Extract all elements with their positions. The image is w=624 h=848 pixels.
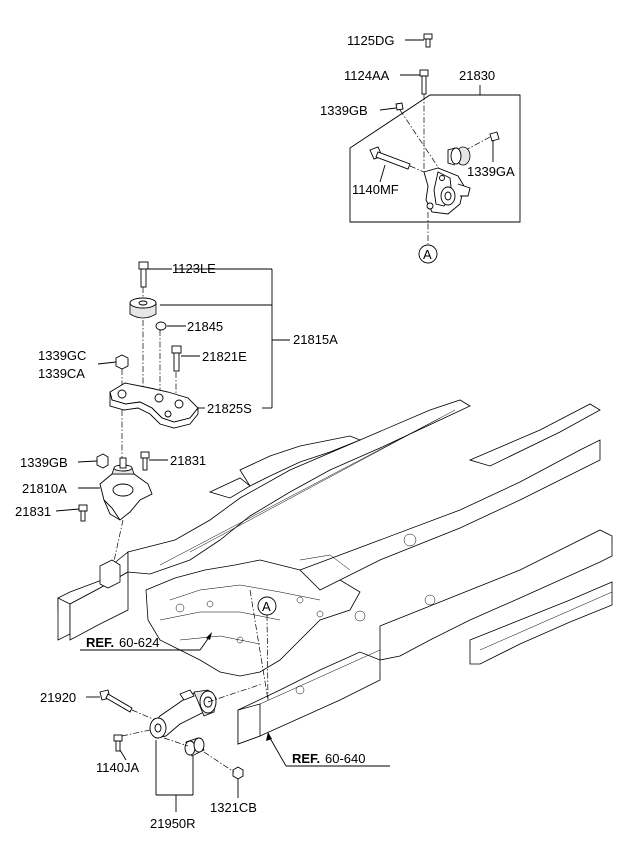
ref2-number: 60-640	[325, 751, 365, 766]
dashed-link-A	[249, 589, 269, 701]
callout-A-top: A	[418, 212, 438, 264]
torque-rod-21950R	[149, 683, 263, 739]
insulator-21810A: 21810A	[22, 457, 153, 571]
label-1140MF: 1140MF	[352, 182, 399, 197]
nut-1339GB: 1339GB	[20, 453, 109, 470]
rubber-block	[129, 297, 157, 395]
bracket-21830	[423, 167, 471, 215]
bolt-21831-left: 21831	[15, 504, 88, 522]
label-A-mid: A	[262, 599, 271, 614]
ref-60-624: REF. 60-624	[80, 632, 212, 651]
bracket-21825S: 21825S	[109, 382, 252, 468]
label-1339GA: 1339GA	[467, 164, 515, 179]
label-21831-left: 21831	[15, 504, 51, 519]
bolt-1123LE	[138, 261, 172, 298]
label-group-21950R: 21950R	[150, 740, 196, 831]
bolt-1140JA: 1140JA	[96, 729, 151, 775]
label-1125DG: 1125DG	[347, 33, 394, 48]
washer-21845: 21845	[155, 319, 223, 395]
bushing-21830	[447, 146, 471, 166]
label-21815A: 21815A	[293, 332, 338, 347]
label-1321CB: 1321CB	[210, 800, 257, 815]
label-21920: 21920	[40, 690, 76, 705]
ref1-number: 60-624	[119, 635, 159, 650]
label-21810A: 21810A	[22, 481, 67, 496]
bolt-1124AA: 1124AA	[344, 68, 429, 170]
bolt-21831-right: 21831	[140, 451, 206, 471]
chassis-frame	[57, 399, 613, 745]
label-21831-right: 21831	[170, 453, 206, 468]
ref1-prefix: REF.	[86, 635, 114, 650]
assembly-21815A-leaders: 1123LE 21815A	[160, 261, 338, 409]
bushing-21950R	[163, 737, 205, 757]
ref2-prefix: REF.	[292, 751, 320, 766]
label-1339GB: 1339GB	[20, 455, 68, 470]
label-1140JA: 1140JA	[96, 760, 139, 775]
label-A-top: A	[423, 247, 432, 262]
label-1123LE: 1123LE	[172, 261, 216, 276]
label-21845: 21845	[187, 319, 223, 334]
detail-box-21830: 21830	[349, 68, 521, 223]
label-21950R: 21950R	[150, 816, 196, 831]
label-1339GC: 1339GC	[38, 348, 86, 363]
bolt-1140MF: 1140MF	[352, 146, 439, 197]
label-21825S: 21825S	[207, 401, 252, 416]
callout-A-mid: A	[257, 596, 277, 701]
label-21821E: 21821E	[202, 349, 247, 364]
bolt-21821E: 21821E	[171, 345, 247, 400]
bolt-21920: 21920	[40, 689, 161, 723]
nut-1339GB-top: 1339GB	[320, 102, 441, 171]
label-1339CA: 1339CA	[38, 366, 85, 381]
label-21830: 21830	[459, 68, 495, 83]
ref-60-640: REF. 60-640	[266, 732, 390, 767]
bolt-1125DG: 1125DG	[347, 33, 433, 48]
label-1124AA: 1124AA	[344, 68, 390, 83]
label-1339GB-top: 1339GB	[320, 103, 368, 118]
nut-1321CB: 1321CB	[203, 751, 257, 815]
nut-1339GC: 1339GC 1339CA	[38, 348, 129, 395]
